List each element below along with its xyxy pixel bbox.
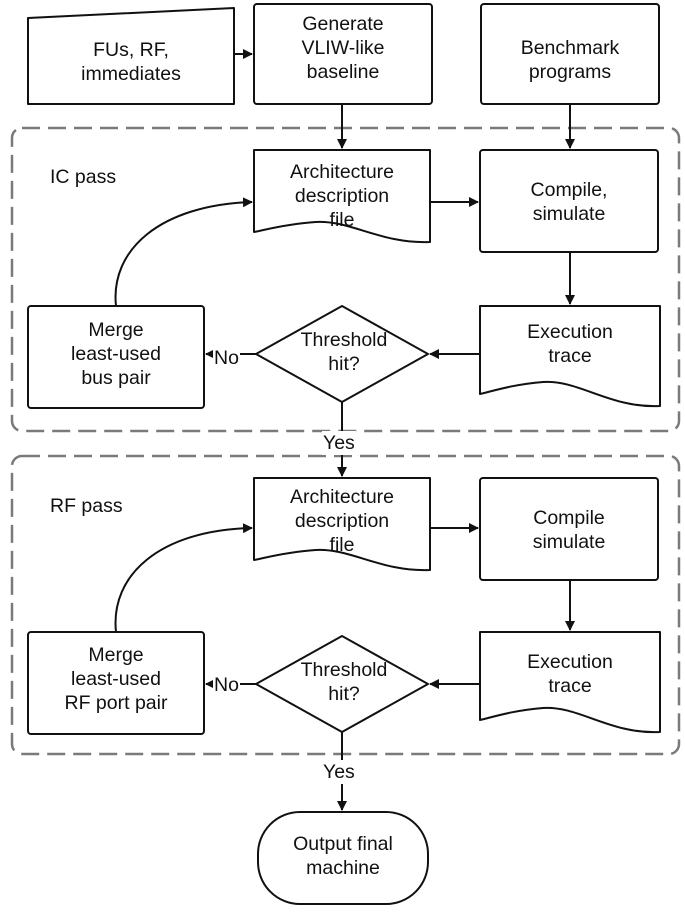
- ic-compile-simulate-label: Compile, simulate: [530, 179, 608, 225]
- ic-yes-label: Yes: [322, 431, 356, 455]
- ic-execution-trace-label: Execution trace: [527, 321, 613, 367]
- ic-no-label: No: [213, 346, 240, 370]
- ic-threshold-diamond: [255, 305, 429, 403]
- rf-pass-title: RF pass: [50, 495, 123, 517]
- output-final-machine-box: [257, 811, 429, 905]
- ic-arch-file-label: Architecture description file: [289, 161, 395, 231]
- ic-execution-trace-doc: [479, 305, 661, 408]
- rf-arch-file-doc: [253, 477, 431, 572]
- output-final-machine-label: Output final machine: [293, 833, 393, 879]
- rf-execution-trace-doc: [479, 631, 661, 734]
- benchmark-programs-label: Benchmark programs: [520, 37, 620, 83]
- ic-merge-loop-arrow: [114, 197, 253, 307]
- ic-pass-title: IC pass: [50, 166, 117, 188]
- rf-arch-file-label: Architecture description file: [289, 486, 395, 556]
- rf-merge-label: Merge least-used RF port pair: [64, 644, 168, 714]
- rf-merge-loop-arrow: [114, 523, 253, 633]
- rf-compile-simulate-label: Compile simulate: [532, 507, 606, 553]
- rf-yes-label: Yes: [322, 760, 356, 784]
- ic-arch-file-doc: [253, 149, 431, 244]
- rf-pass-container: [10, 454, 681, 756]
- fus-input-shape: [27, 7, 235, 105]
- rf-execution-trace-label: Execution trace: [527, 651, 613, 697]
- rf-no-label: No: [213, 673, 240, 697]
- ic-threshold-label: Threshold hit?: [300, 329, 388, 375]
- rf-threshold-diamond: [255, 635, 429, 733]
- fus-rf-immediates-label: FUs, RF, immediates: [81, 39, 181, 85]
- rf-threshold-label: Threshold hit?: [300, 659, 388, 705]
- ic-merge-label: Merge least-used bus pair: [71, 319, 161, 389]
- generate-baseline-label: Generate VLIW-like baseline: [301, 13, 385, 83]
